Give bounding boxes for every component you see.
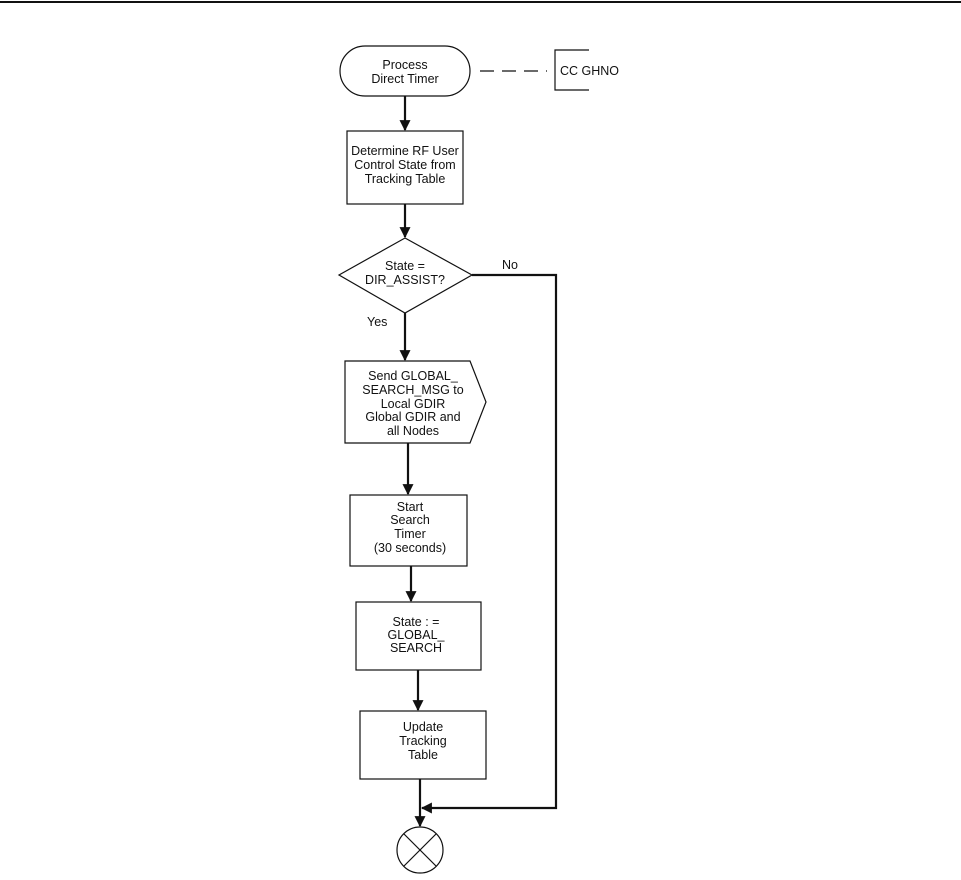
no-branch-connector — [420, 273, 558, 814]
send-global-search-output: Send GLOBAL_ SEARCH_MSG to Local GDIR Gl… — [344, 360, 487, 444]
start-search-timer-process: Start Search Timer (30 seconds) — [349, 494, 468, 567]
branch-no-label: No — [502, 258, 518, 272]
send-line3: Local GDIR — [381, 397, 446, 411]
branch-yes-label: Yes — [367, 315, 387, 329]
decision-line1: State = — [385, 259, 425, 273]
start-terminator: Process Direct Timer — [339, 45, 471, 97]
send-line4: Global GDIR and — [365, 410, 460, 424]
decision-dir-assist: State = DIR_ASSIST? — [337, 237, 474, 314]
update-tracking-table-process: Update Tracking Table — [359, 710, 487, 780]
timer-line3: Timer — [394, 527, 425, 541]
determine-line1: Determine RF User — [351, 144, 459, 158]
update-line1: Update — [403, 720, 443, 734]
set-state-global-search-process: State : = GLOBAL_ SEARCH — [355, 601, 482, 671]
determine-line2: Control State from — [354, 158, 455, 172]
send-line1: Send GLOBAL_ — [368, 369, 459, 383]
start-label-line1: Process — [382, 58, 427, 72]
end-crossed-circle-icon — [396, 826, 444, 874]
determine-line3: Tracking Table — [365, 172, 446, 186]
start-label-line2: Direct Timer — [371, 72, 438, 86]
annotation-bracket: CC GHNO — [554, 49, 619, 91]
state-line1: State : = — [393, 615, 440, 629]
send-line5: all Nodes — [387, 424, 439, 438]
annotation-label: CC GHNO — [560, 64, 619, 78]
send-line2: SEARCH_MSG to — [362, 383, 463, 397]
timer-line2: Search — [390, 513, 430, 527]
decision-line2: DIR_ASSIST? — [365, 273, 445, 287]
state-line2: GLOBAL_ — [388, 628, 446, 642]
timer-line1: Start — [397, 500, 424, 514]
update-line2: Tracking — [399, 734, 447, 748]
timer-line4: (30 seconds) — [374, 541, 446, 555]
update-line3: Table — [408, 748, 438, 762]
determine-state-process: Determine RF User Control State from Tra… — [346, 130, 464, 205]
state-line3: SEARCH — [390, 641, 442, 655]
